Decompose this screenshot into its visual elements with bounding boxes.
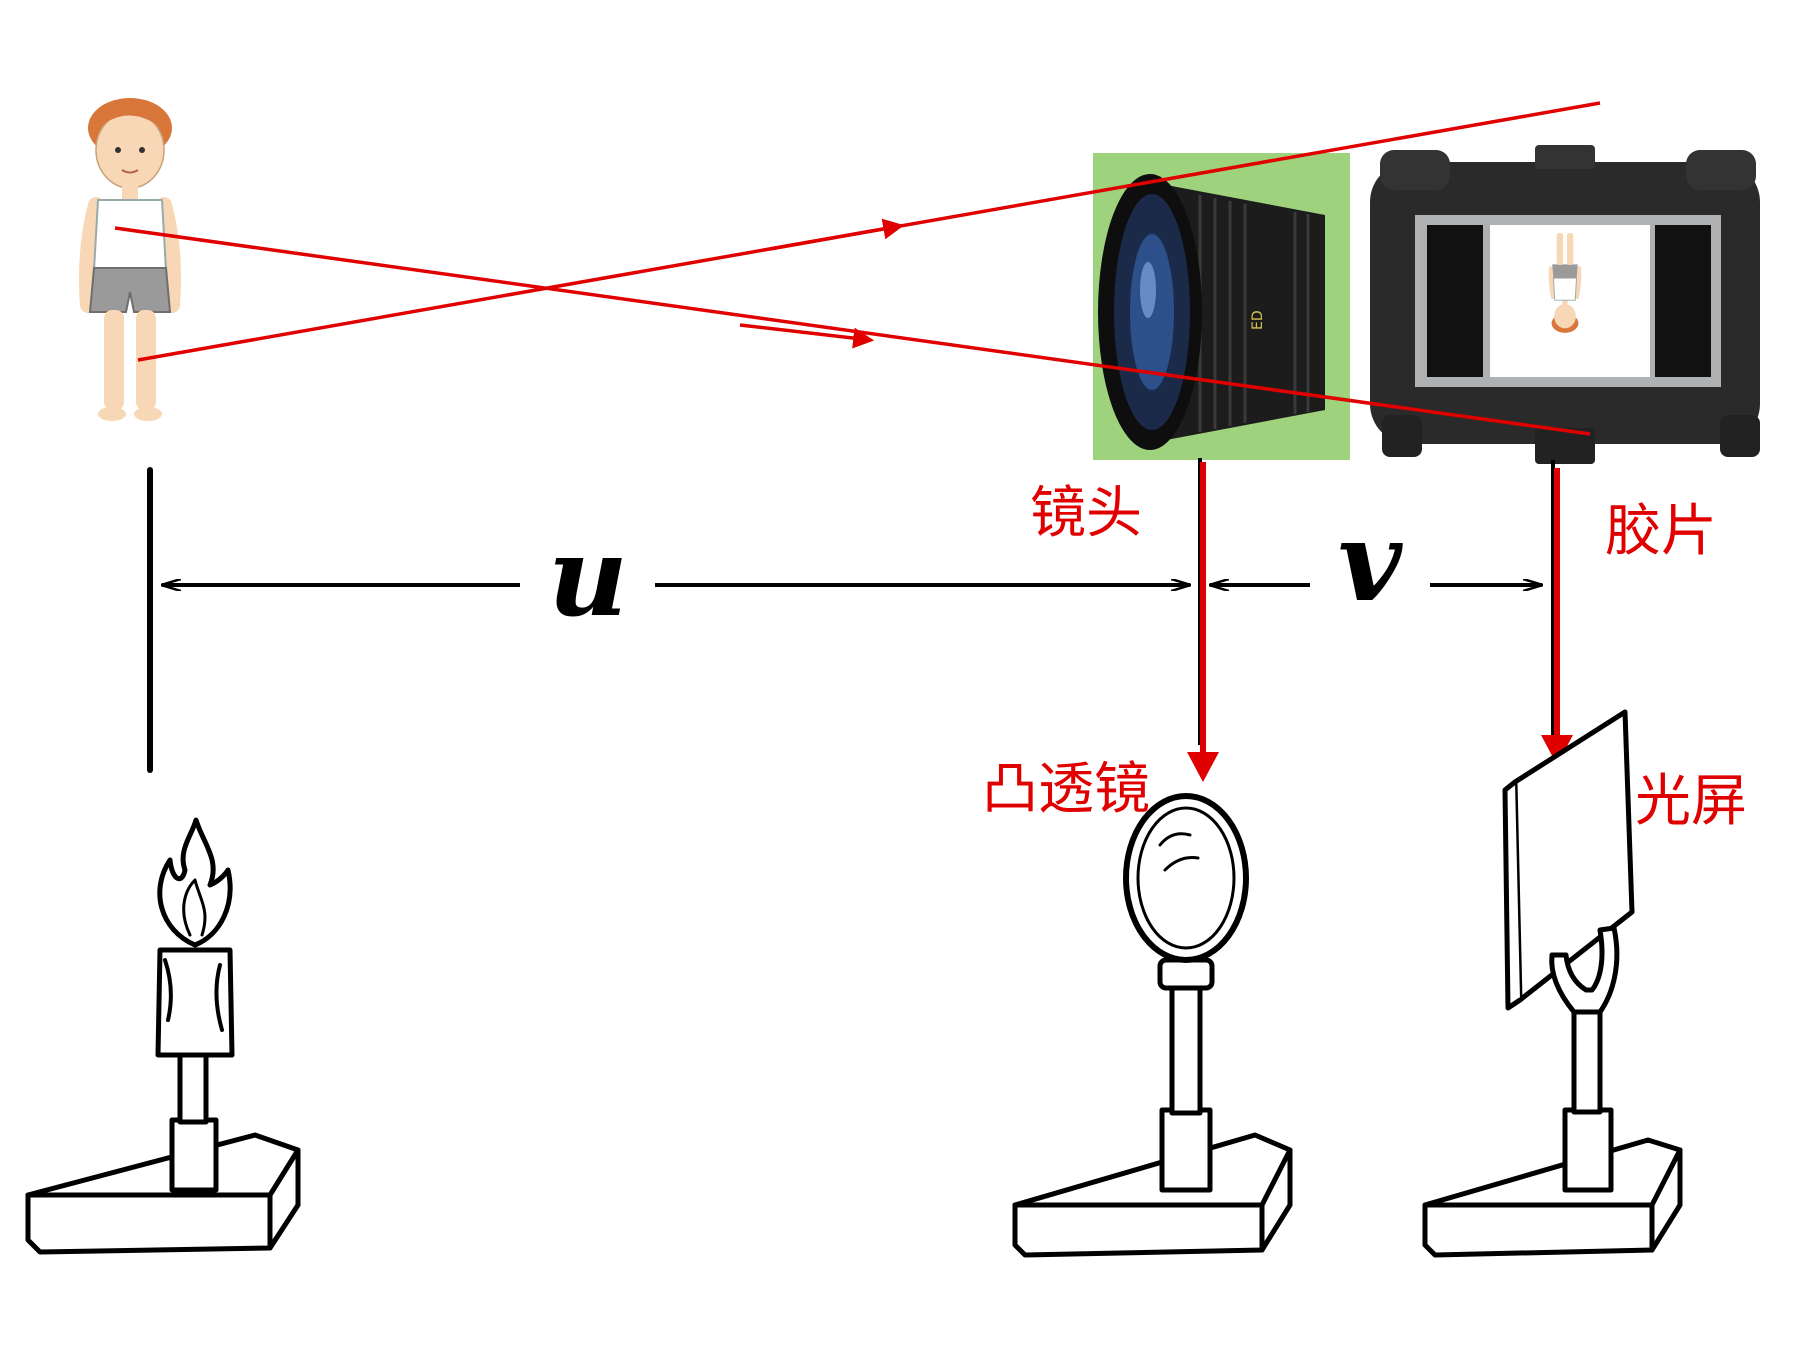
svg-text:ED: ED — [1250, 310, 1266, 330]
light-rays — [114, 101, 1601, 436]
film-label: 胶片 — [1605, 499, 1717, 564]
lens-label: 镜头 — [1030, 481, 1142, 546]
image-distance-label: v — [1338, 497, 1403, 626]
inverted-person-icon — [1548, 233, 1582, 333]
object-distance-label: u — [548, 512, 628, 641]
convex-lens-on-stand-icon — [1012, 793, 1293, 1258]
person-figure-icon — [79, 98, 181, 421]
camera-lens-icon: ED — [1093, 153, 1350, 460]
candle-on-stand-icon — [25, 817, 301, 1255]
convex-lens-label: 凸透镜 — [982, 757, 1150, 822]
correspondence-arrows — [1187, 462, 1573, 782]
light-screen-label: 光屏 — [1635, 769, 1747, 834]
light-screen-on-stand-icon — [1422, 709, 1683, 1258]
ray-top-to-bottom — [114, 226, 1591, 436]
